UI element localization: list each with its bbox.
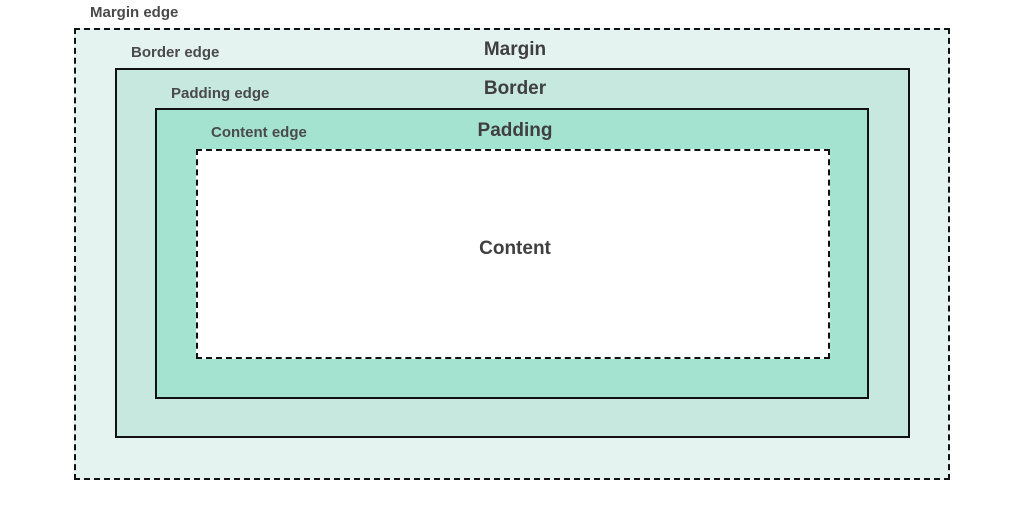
border-edge-label: Border edge [131, 44, 220, 61]
padding-area-label: Padding [477, 120, 553, 141]
padding-edge-label: Padding edge [171, 85, 270, 102]
margin-edge-label: Margin edge [90, 4, 179, 21]
content-area-label: Content [479, 238, 551, 259]
content-area [196, 149, 830, 359]
content-edge-label: Content edge [211, 124, 307, 141]
margin-area-label: Margin [483, 39, 547, 60]
border-area-label: Border [483, 78, 547, 99]
